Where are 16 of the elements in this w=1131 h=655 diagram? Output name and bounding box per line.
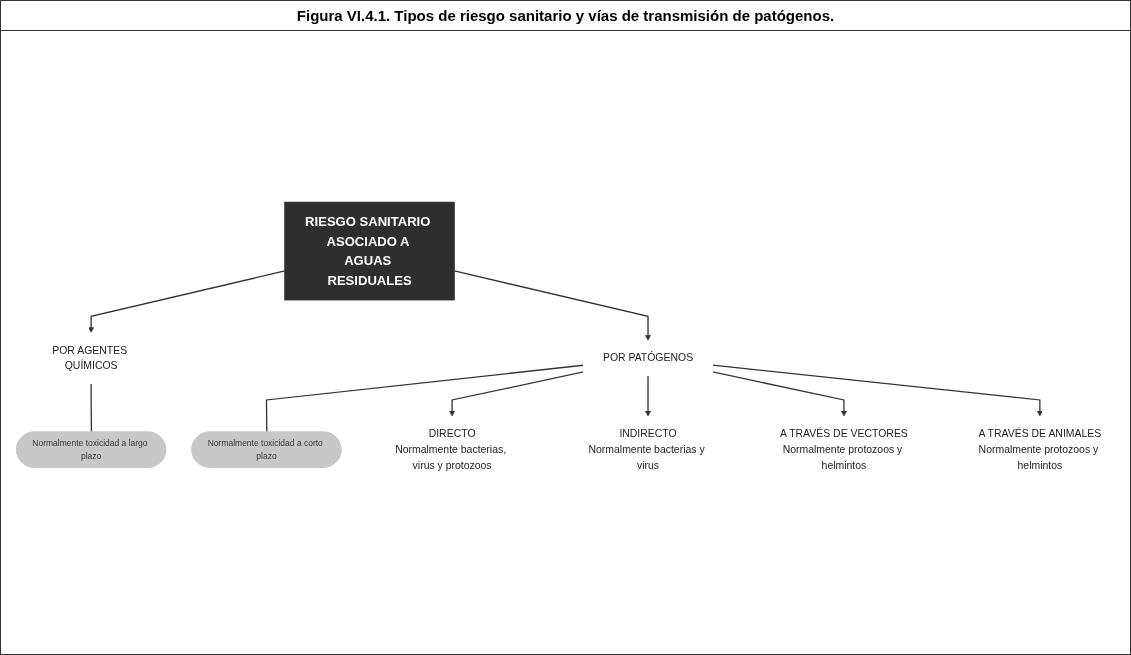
node-box: RIESGO SANITARIO ASOCIADO A AGUAS RESIDUALES xyxy=(284,201,455,301)
figure-title: Figura VI.4.1. Tipos de riesgo sanitario y vías de transmisión de patógenos. xyxy=(1,1,1130,31)
node-text: INDIRECTO Normalmente bacterias y virus xyxy=(588,428,705,471)
node-text: POR AGENTES QUÍMICOS xyxy=(52,344,128,372)
arrow xyxy=(449,371,584,417)
arrow xyxy=(712,364,1043,417)
connector xyxy=(265,364,584,433)
node-text: POR PATÓGENOS xyxy=(602,352,694,364)
arrow xyxy=(453,270,651,341)
node-text: A TRAVÉS DE VECTORES Normalmente protozoos y helmintos xyxy=(780,428,908,471)
connector xyxy=(90,383,93,433)
arrow xyxy=(645,375,651,417)
node-text: DIRECTO Normalmente bacterias, virus y protozoos xyxy=(395,428,507,471)
arrow xyxy=(88,270,286,333)
arrow xyxy=(712,371,847,417)
node-text: A TRAVÉS DE ANIMALES Normalmente protozoos y helmintos xyxy=(978,428,1102,471)
